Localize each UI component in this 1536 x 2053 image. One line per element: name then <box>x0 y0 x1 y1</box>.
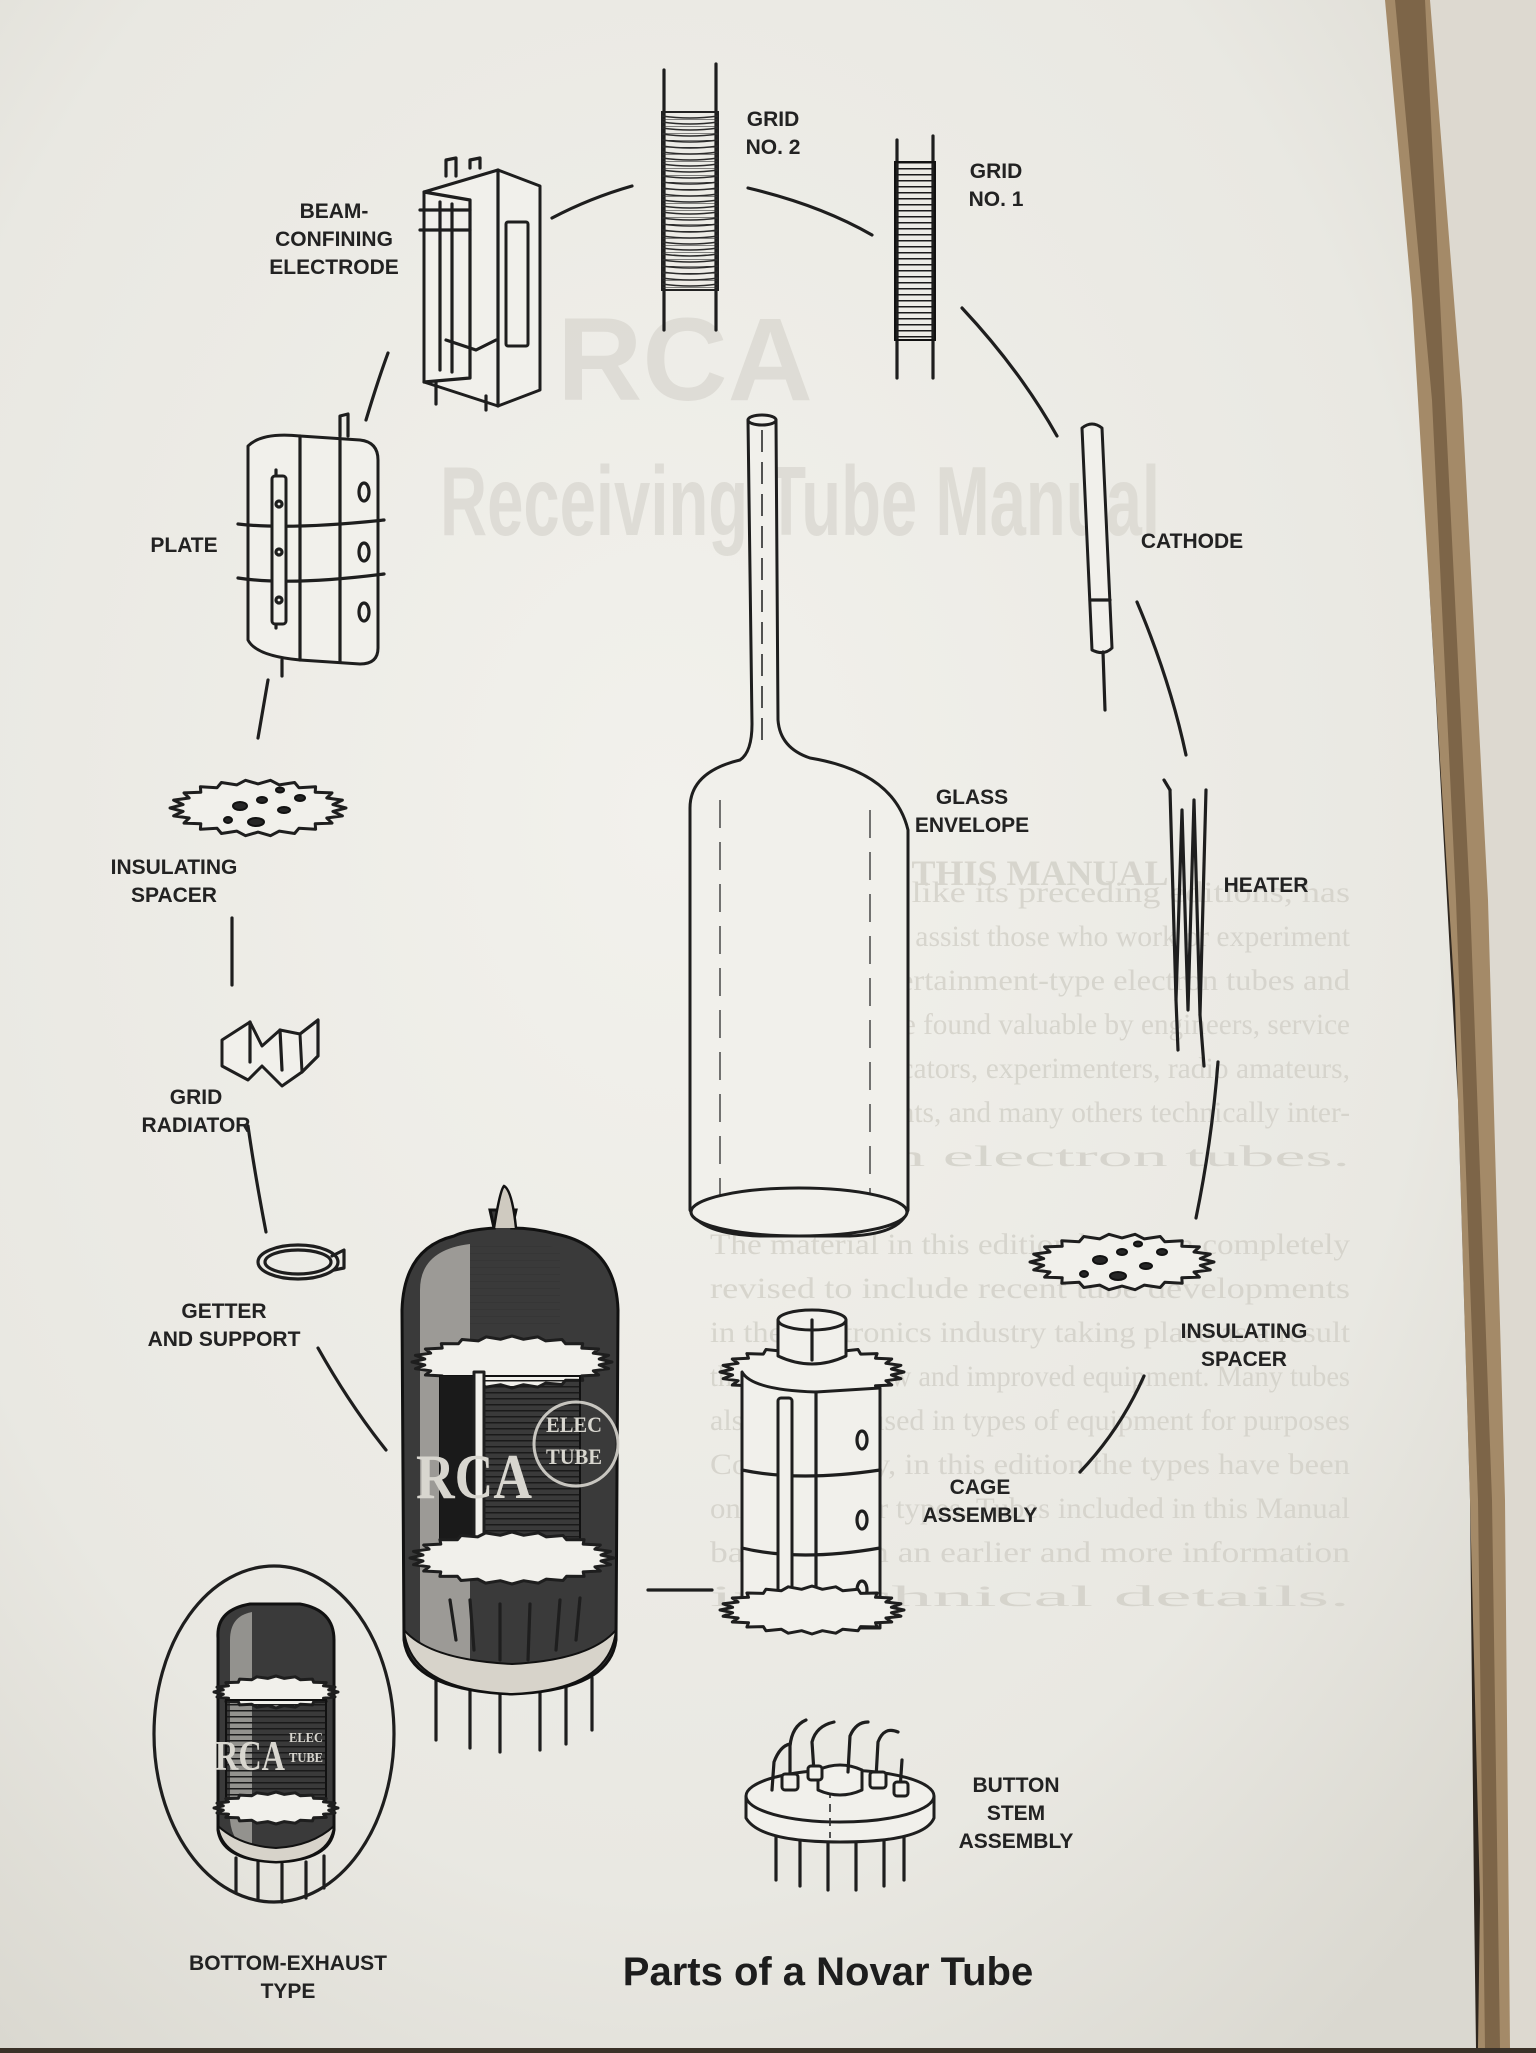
label-glass-envelope: GLASS ENVELOPE <box>914 786 1030 837</box>
connector-grid2-to-grid1 <box>746 186 874 237</box>
cathode-part <box>1080 422 1114 712</box>
connector-beam-to-grid2 <box>550 184 634 220</box>
inset-tube-logo: RCA <box>215 1734 286 1780</box>
grid-radiator-part <box>220 1018 320 1088</box>
show-through-line: revised to include recent tube developme… <box>710 1272 1350 1305</box>
label-insulating-spacer-left: INSULATING SPACER <box>110 856 238 907</box>
connector-getter-to-tube <box>316 1346 388 1452</box>
figure-caption: Parts of a Novar Tube <box>622 1950 1034 1994</box>
show-through-title-2: Receiving Tube Manual <box>440 446 1160 556</box>
label-cage-assembly: CAGE ASSEMBLY <box>922 1476 1038 1527</box>
show-through-title-1: RCA <box>557 294 813 426</box>
connector-heater-to-spacer <box>1194 1060 1220 1220</box>
label-heater: HEATER <box>1223 874 1309 897</box>
connector-cathode-to-heater <box>1135 600 1188 757</box>
beam-confining-electrode-part <box>418 156 542 412</box>
tube-emblem-bottom: TUBE <box>546 1444 602 1469</box>
inset-tube-emblem-bottom: TUBE <box>289 1751 323 1766</box>
cage-assembly-part <box>718 1308 906 1636</box>
grid-no-1-part <box>894 134 936 380</box>
plate-part <box>236 412 386 678</box>
label-bottom-exhaust-type: BOTTOM-EXHAUST TYPE <box>189 1952 387 2003</box>
insulating-spacer-left-part <box>168 778 348 838</box>
button-stem-assembly-part <box>744 1718 936 1892</box>
label-plate: PLATE <box>150 534 218 557</box>
show-through-heading: THIS MANUAL <box>911 853 1168 893</box>
bottom-exhaust-inset: RCA ELEC TUBE <box>152 1564 396 1904</box>
show-through: RCA Receiving Tube Manual THIS MANUAL Th… <box>440 294 1351 1613</box>
getter-and-support-part <box>256 1243 346 1281</box>
inset-tube-emblem-top: ELEC <box>289 1731 323 1746</box>
heater-part <box>1162 778 1208 1068</box>
label-cathode: CATHODE <box>1140 530 1244 553</box>
connector-radiator-to-getter <box>246 1124 268 1234</box>
label-beam-confining-electrode: BEAM- CONFINING ELECTRODE <box>269 200 399 279</box>
label-getter-and-support: GETTER AND SUPPORT <box>147 1300 301 1351</box>
connector-grid1-to-cathode <box>960 306 1059 438</box>
grid-no-2-part <box>661 62 719 332</box>
connector-arcs <box>230 184 1220 1592</box>
label-grid-no-2: GRID NO. 2 <box>745 108 801 159</box>
insulating-spacer-right-part <box>1028 1232 1216 1292</box>
tube-emblem-top: ELEC <box>546 1412 602 1437</box>
connector-plate-to-spacer <box>256 678 270 740</box>
tube-logo: RCA <box>416 1441 532 1512</box>
connector-spacer-to-cage <box>1078 1374 1146 1474</box>
label-insulating-spacer-right: INSULATING SPACER <box>1180 1320 1308 1371</box>
label-button-stem-assembly: BUTTON STEM ASSEMBLY <box>958 1774 1074 1853</box>
label-grid-no-1: GRID NO. 1 <box>968 160 1024 211</box>
glass-envelope-part <box>688 413 910 1238</box>
label-grid-radiator: GRID RADIATOR <box>141 1086 251 1137</box>
assembled-tube: RCA ELEC TUBE <box>400 1184 620 1754</box>
connector-beam-to-plate <box>364 351 390 422</box>
